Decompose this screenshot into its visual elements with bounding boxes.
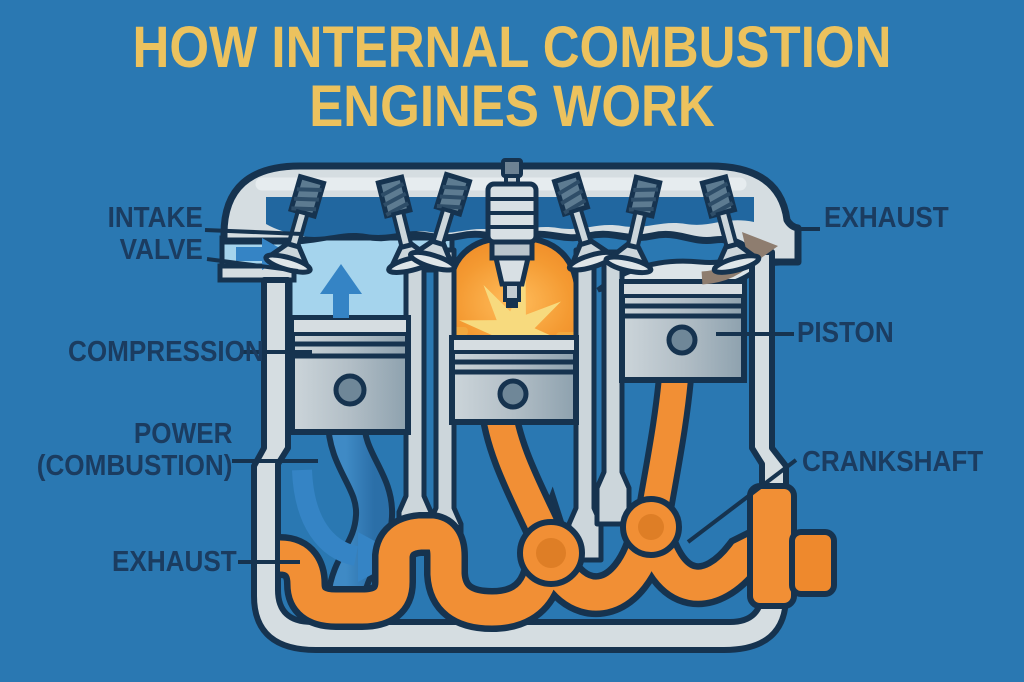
leader-crankshaft bbox=[686, 458, 798, 544]
leader-intake-valve-bottom bbox=[206, 257, 299, 273]
label-power-line1: POWER bbox=[133, 418, 232, 450]
label-intake-valve-line2: VALVE bbox=[119, 233, 203, 266]
page-title: HOW INTERNAL COMBUSTION ENGINES WORK bbox=[61, 18, 962, 136]
label-intake-valve-line1: INTAKE bbox=[107, 202, 203, 234]
leader-intake-valve-top bbox=[204, 228, 303, 236]
spark-starburst-icon bbox=[459, 277, 569, 387]
label-power: POWER (COMBUSTION) bbox=[36, 418, 232, 483]
valves bbox=[263, 171, 762, 276]
label-compression: COMPRESSION bbox=[68, 336, 264, 368]
leader-lines bbox=[204, 227, 820, 564]
label-exhaust-left: EXHAUST bbox=[112, 546, 237, 578]
intake-valve-2 bbox=[375, 174, 436, 275]
exhaust-valve-2 bbox=[699, 173, 762, 275]
title-line-1: HOW INTERNAL COMBUSTION bbox=[132, 15, 892, 80]
intake-valve-1 bbox=[263, 173, 327, 275]
label-piston: PISTON bbox=[797, 317, 894, 349]
label-intake-valve: INTAKE VALVE bbox=[107, 202, 203, 267]
compression-up-arrow-icon bbox=[320, 264, 362, 318]
crankshaft-output-shaft bbox=[789, 529, 837, 597]
piston-compression bbox=[289, 315, 411, 435]
crank-journal-1 bbox=[517, 519, 585, 587]
label-exhaust-right: EXHAUST bbox=[824, 202, 949, 234]
label-power-line2: (COMBUSTION) bbox=[36, 449, 232, 482]
piston-power bbox=[449, 335, 579, 425]
power-valve-1 bbox=[407, 171, 473, 273]
crankshaft-output-flange bbox=[747, 483, 797, 609]
spark-plug bbox=[485, 158, 539, 308]
connecting-rod-blue bbox=[325, 418, 396, 602]
label-crankshaft: CRANKSHAFT bbox=[802, 446, 984, 478]
exhaust-valve-1 bbox=[603, 174, 663, 276]
piston-exhaust bbox=[619, 279, 747, 383]
title-line-2: ENGINES WORK bbox=[309, 74, 715, 140]
crank-journal-2 bbox=[620, 496, 682, 558]
